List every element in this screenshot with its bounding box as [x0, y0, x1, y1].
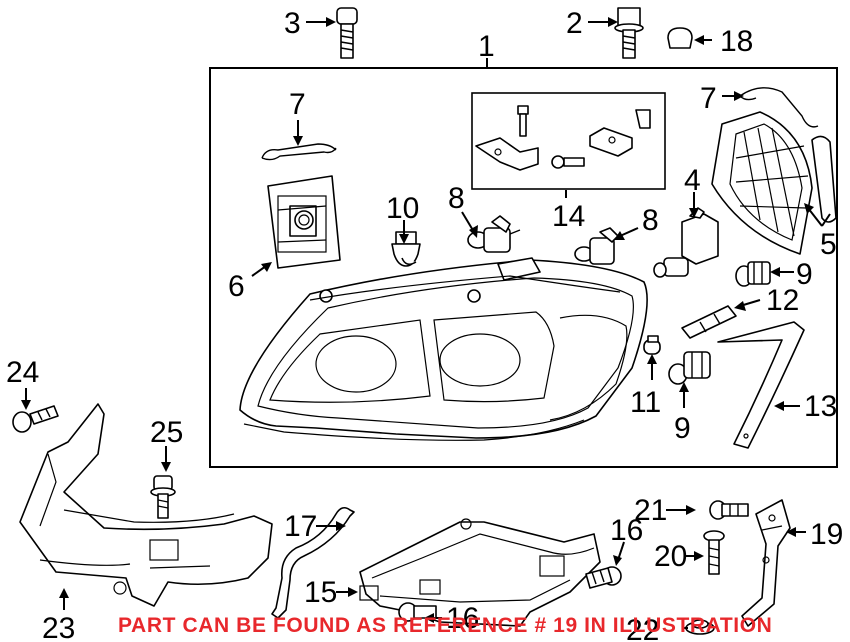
callout-8-left: 8: [448, 182, 465, 215]
callout-4: 4: [684, 164, 701, 197]
callout-6: 6: [228, 270, 245, 303]
cover-part-5: [711, 111, 837, 255]
socket-part-9-top: [735, 261, 771, 287]
callout-2: 2: [566, 7, 583, 40]
hose-part-17: [271, 506, 355, 619]
bolt-part-21: [709, 500, 749, 520]
callout-8-right: 8: [642, 204, 659, 237]
clip-part-7-left: [261, 143, 337, 161]
actuator-part-4: [653, 207, 719, 278]
bracket-kit-frame: [471, 92, 666, 190]
callout-10: 10: [386, 192, 419, 225]
socket-part-9-bottom: [668, 351, 711, 385]
callout-17: 17: [284, 510, 317, 543]
callout-18: 18: [720, 25, 753, 58]
bracket-part-19: [741, 499, 791, 627]
bracket-part-15: [359, 518, 601, 627]
callout-5: 5: [820, 228, 837, 261]
callout-20: 20: [654, 540, 687, 573]
callout-14: 14: [552, 200, 585, 233]
bulb-part-11: [643, 335, 661, 355]
bulb-part-8-left: [467, 215, 521, 253]
bolt-part-25: [150, 475, 176, 519]
callout-7-left: 7: [289, 88, 306, 121]
callout-25: 25: [150, 416, 183, 449]
callout-16-right: 16: [610, 514, 643, 547]
callout-3: 3: [284, 7, 301, 40]
callout-1: 1: [478, 30, 495, 63]
leader-lines: [21, 17, 831, 629]
callout-7-right: 7: [700, 82, 717, 115]
bolt-part-3: [336, 7, 358, 59]
callout-16-bottom: 16: [446, 602, 479, 635]
bolt-part-2: [614, 7, 644, 59]
callout-9-top: 9: [796, 258, 813, 291]
callout-15: 15: [304, 576, 337, 609]
bracket-kit-part-14: [475, 105, 651, 171]
led-part-12: [681, 305, 737, 339]
callout-11: 11: [630, 386, 661, 419]
bracket-part-23: [19, 403, 273, 607]
bolt-part-24: [12, 405, 59, 433]
callout-9-bottom: 9: [674, 412, 691, 445]
callout-21: 21: [634, 494, 667, 527]
nut-part-22: [685, 619, 715, 635]
callout-13: 13: [804, 390, 837, 423]
callout-19: 19: [810, 518, 843, 551]
callout-23: 23: [42, 612, 75, 642]
module-part-6: [267, 175, 341, 269]
bolt-part-16-right: [585, 566, 622, 589]
bolt-part-20: [703, 530, 725, 575]
callout-24: 24: [6, 356, 39, 389]
reference-note: PART CAN BE FOUND AS REFERENCE # 19 IN I…: [118, 614, 773, 637]
headlight-assembly-frame: [209, 67, 838, 468]
headlight-housing-part-1: [239, 257, 648, 441]
callout-22: 22: [626, 614, 659, 642]
bulb-part-8-right: [574, 227, 619, 265]
plug-part-18: [667, 27, 693, 49]
callout-12: 12: [766, 284, 799, 317]
trim-part-13: [717, 321, 805, 449]
